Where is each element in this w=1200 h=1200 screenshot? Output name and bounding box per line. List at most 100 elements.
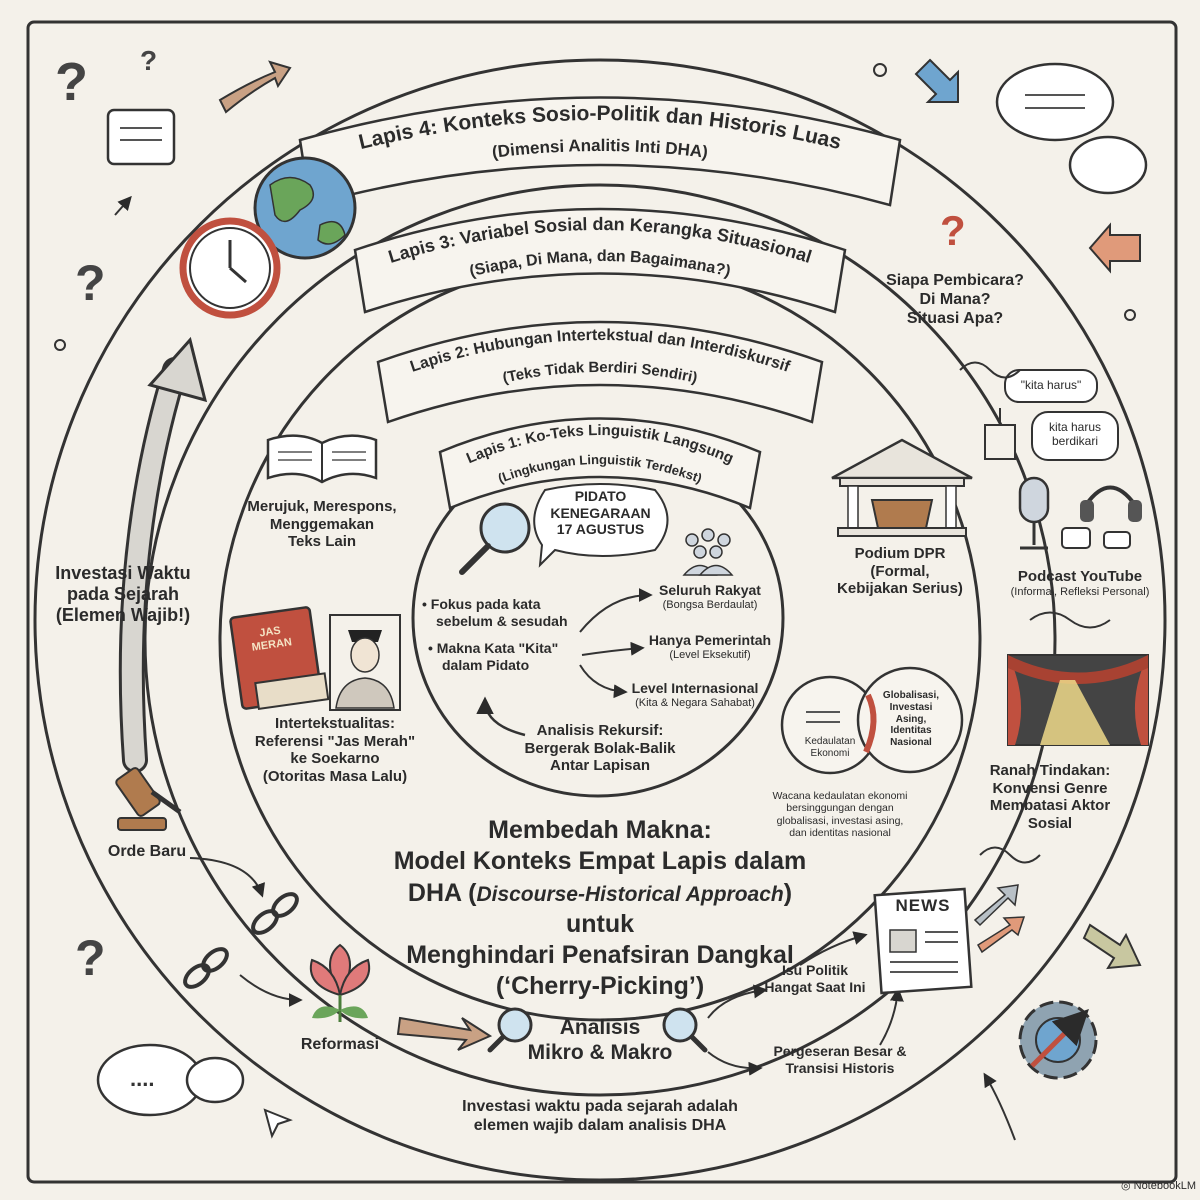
podcast-sub: (Informal, Refleksi Personal): [1010, 585, 1150, 598]
venn-caption-line-1: Wacana kedaulatan ekonomi: [772, 790, 908, 802]
meaning-line-1: Makna Kata "Kita": [436, 640, 559, 656]
recursive-text: Analisis Rekursif: Bergerak Bolak-Balik …: [510, 722, 690, 775]
target-rakyat-sub: (Bongsa Berdaulat): [662, 598, 758, 611]
target-rakyat: Seluruh Rakyat (Bongsa Berdaulat): [640, 582, 780, 611]
main-title-line-4: Menghindari Penafsiran Dangkal: [406, 941, 794, 969]
news-label: NEWS: [895, 896, 951, 915]
bubble-kita-harus: "kita harus": [1020, 378, 1082, 392]
banner-lapis-3: Lapis 3: Variabel Sosial dan Kerangka Si…: [353, 207, 847, 314]
decorative-dot-3: [1124, 309, 1136, 321]
news-arrow-red: [976, 916, 1026, 954]
recursive-line-2: Bergerak Bolak-Balik: [524, 739, 676, 757]
siapa-line-3: Situasi Apa?: [906, 309, 1004, 327]
isu-caption: Isu Politik Hangat Saat Ini: [745, 962, 885, 995]
pergeseran-line-1: Pergeseran Besar &: [773, 1043, 907, 1059]
decorative-wave-right: [959, 361, 1021, 379]
lotus-icon: [309, 943, 371, 1022]
decorative-dot-2: [54, 339, 66, 351]
isu-line-1: Isu Politik: [781, 962, 849, 978]
podium-line-3: Kebijakan Serius): [837, 580, 963, 598]
book-caption-line-2: Menggemakan: [269, 515, 375, 533]
analisis-line-2: Mikro & Makro: [527, 1040, 673, 1064]
siapa-caption: Siapa Pembicara? Di Mana? Situasi Apa?: [865, 272, 1045, 329]
ranah-line-1: Ranah Tindakan:: [989, 762, 1111, 779]
decorative-arrow-bottom-right-up: [983, 1072, 1016, 1141]
svg-text:....: ....: [130, 1066, 154, 1091]
arrow-chain-to-reformasi: [239, 974, 303, 1007]
target-rakyat-label: Seluruh Rakyat: [659, 582, 761, 598]
jas-merah-book-icon: [229, 606, 330, 711]
people-group-icon: [682, 528, 734, 576]
credit-label: ◎ NotebookLM: [1090, 1180, 1196, 1193]
intertext-line-2: Referensi "Jas Merah": [254, 732, 416, 750]
podcast-label: Podcast YouTube: [1017, 568, 1143, 585]
arrow-to-isu: [707, 984, 768, 1019]
podium-line-2: (Formal,: [870, 562, 930, 580]
banner-lapis-1: Lapis 1: Ko-Teks Linguistik Langsung (Li…: [438, 417, 762, 510]
pergeseran-caption: Pergeseran Besar & Transisi Historis: [755, 1043, 925, 1076]
venn-left-line-2: Ekonomi: [810, 747, 850, 759]
speech-bubbles-topright-icon: [995, 62, 1148, 195]
chat-bubbles-bottomleft-icon: ....: [96, 1043, 245, 1117]
investasi-caption: Investasi Waktu pada Sejarah (Elemen Waj…: [38, 563, 208, 627]
bubble-berdikari-shape: [1031, 411, 1119, 461]
recursive-line-3: Antar Lapisan: [549, 757, 651, 775]
svg-text:?: ?: [75, 930, 106, 986]
target-pemerintah: Hanya Pemerintah (Level Eksekutif): [640, 632, 780, 661]
banner-lapis-4: Lapis 4: Konteks Sosio-Politik dan Histo…: [298, 96, 902, 207]
arrow-orde-to-chain: [189, 857, 265, 898]
main-title: Membedah Makna: Model Konteks Empat Lapi…: [390, 815, 810, 1003]
investasi-note: Investasi waktu pada sejarah adalah elem…: [400, 1098, 800, 1136]
history-arrow-head: [147, 336, 208, 403]
magnifier-icon: [459, 502, 531, 575]
decorative-arrow-right: [1088, 222, 1141, 274]
venn-right-label: Globalisasi, Investasi Asing, Identitas …: [875, 690, 947, 749]
podcast-caption: Podcast YouTube (Informal, Refleksi Pers…: [985, 568, 1175, 599]
ranah-line-3: Membatasi Aktor: [989, 797, 1111, 815]
broken-chain-icon: [183, 892, 299, 989]
speech-bubble-topleft-icon: [106, 108, 176, 166]
venn-left-line-1: Kedaulatan: [804, 736, 856, 747]
arrow-recursive: [476, 696, 526, 737]
recursive-line-1: Analisis Rekursif:: [536, 722, 664, 739]
investasi-note-line-2: elemen wajib dalam analisis DHA: [473, 1116, 727, 1134]
decorative-arrow-bottomright: [1082, 923, 1142, 970]
bubble-kita-harus-shape: [1004, 369, 1098, 403]
arrow-pergeseran-up: [879, 987, 904, 1046]
coffee-cups-icon: [1061, 527, 1131, 549]
globe-icon: [253, 156, 357, 260]
target-internasional-label: Level Internasional: [631, 680, 759, 696]
outer-frame: [26, 20, 1178, 1184]
podium-dpr-icon: [831, 438, 973, 537]
book-caption-line-1: Merujuk, Merespons,: [247, 498, 397, 515]
arrow-isu-to-news: [799, 931, 868, 966]
orde-baru-label: Orde Baru: [107, 843, 187, 860]
arrow-to-pemerintah: [581, 641, 645, 656]
meaning-line-2: dalam Pidato: [442, 656, 530, 673]
venn-right-line-4: Identitas: [890, 725, 932, 737]
main-title-line-2: Model Konteks Empat Lapis dalam: [393, 847, 807, 876]
intertext-line-4: (Otoritas Masa Lalu): [262, 768, 408, 786]
decorative-dot: [873, 63, 887, 77]
speech-bubble-text: PIDATO KENEGARAAN 17 AGUSTUS: [543, 488, 658, 538]
bubble-berdikari-line-2: berdikari: [1051, 434, 1099, 449]
target-internasional-sub: (Kita & Negara Sahabat): [635, 696, 755, 709]
notebooklm-logo-icon: ◎: [1120, 1180, 1134, 1192]
ranah-line-2: Konvensi Genre: [992, 779, 1108, 797]
open-book-icon: [266, 434, 378, 484]
arrow-to-rakyat: [579, 588, 653, 633]
decorative-arrow-topright: [914, 58, 959, 103]
speech-bubble-shape: [533, 483, 669, 568]
venn-right-line-3: Asing,: [895, 713, 927, 725]
microphone-icon: [1018, 476, 1050, 550]
credit-text: NotebookLM: [1133, 1180, 1196, 1192]
theatre-stage-icon: [1007, 654, 1149, 746]
analisis-line-1: Analisis: [559, 1016, 641, 1039]
isu-line-2: Hangat Saat Ini: [764, 978, 866, 995]
pergeseran-line-2: Transisi Historis: [785, 1059, 895, 1076]
svg-text:?: ?: [940, 207, 966, 254]
bubble-berdikari-line-1: kita harus: [1048, 420, 1102, 434]
intertext-line-1: Intertekstualitas:: [274, 715, 396, 732]
ranah-line-4: Sosial: [1027, 815, 1073, 833]
